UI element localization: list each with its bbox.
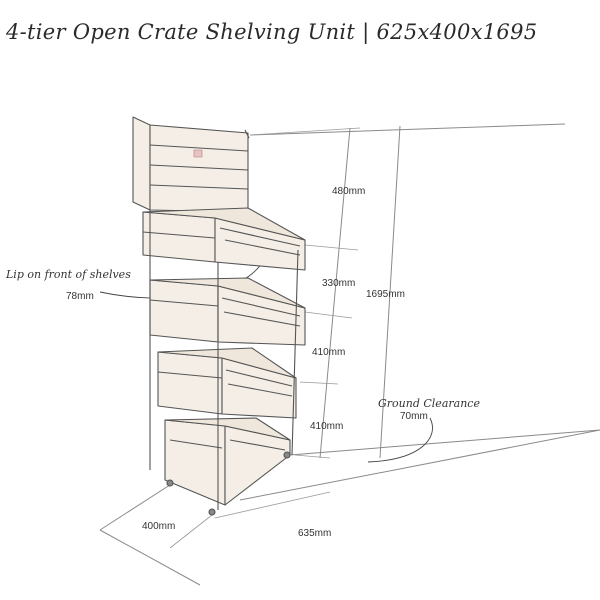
dimension-top-height: 480mm bbox=[332, 186, 366, 197]
dimension-lip: 78mm bbox=[66, 291, 94, 302]
dimension-depth: 400mm bbox=[142, 521, 176, 532]
lip-annotation: Lip on front of shelves bbox=[6, 268, 131, 281]
dimension-total-height: 1695mm bbox=[366, 289, 405, 300]
clearance-annotation: Ground Clearance bbox=[378, 397, 480, 410]
dimension-tier-330: 330mm bbox=[322, 278, 356, 289]
dimension-clearance: 70mm bbox=[400, 411, 428, 422]
dimension-tier-410-a: 410mm bbox=[312, 347, 346, 358]
dimension-width: 635mm bbox=[298, 528, 332, 539]
shelving-unit bbox=[132, 116, 306, 516]
dimension-tier-410-b: 410mm bbox=[310, 421, 344, 432]
page-title: 4-tier Open Crate Shelving Unit | 625x40… bbox=[6, 20, 538, 44]
dimension-lines bbox=[169, 127, 361, 549]
